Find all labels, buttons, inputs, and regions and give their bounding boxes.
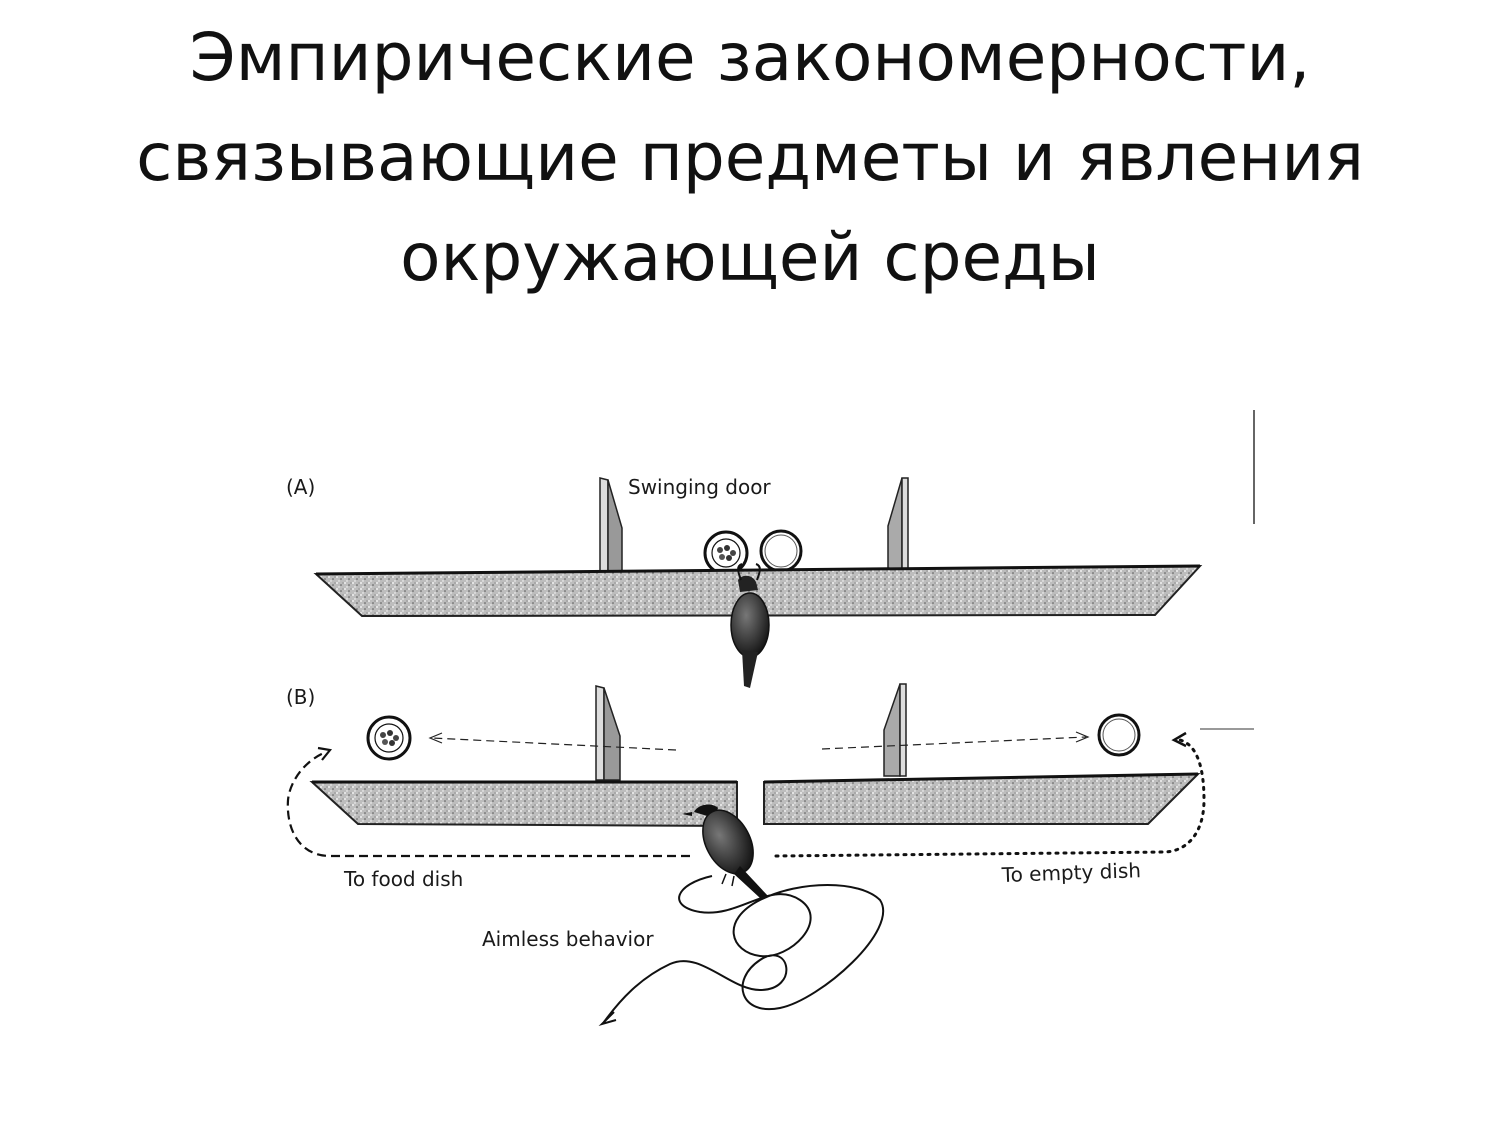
food-dish-b xyxy=(366,715,412,761)
bird-a xyxy=(730,563,770,688)
to-food-dish-label: To food dish xyxy=(343,867,463,891)
left-door-b xyxy=(595,685,621,781)
door-to-dish-arrows xyxy=(428,731,1090,751)
board-b-left xyxy=(309,781,738,828)
panel-a-label: (A) xyxy=(286,475,315,499)
food-dish xyxy=(703,530,749,576)
to-empty-dish-label: To empty dish xyxy=(1000,858,1141,887)
title-line-2: связывающие предметы и явления xyxy=(136,119,1364,196)
panel-b-label: (B) xyxy=(286,685,315,709)
path-to-food-dish xyxy=(286,746,690,858)
slide-title: Эмпирические закономерности, связывающие… xyxy=(60,8,1440,308)
left-door xyxy=(599,477,623,575)
right-door-b xyxy=(883,683,907,777)
empty-dish-b xyxy=(1097,713,1141,757)
bird-b xyxy=(682,804,768,898)
aimless-behavior-label: Aimless behavior xyxy=(482,927,654,951)
right-door xyxy=(887,477,909,573)
title-line-1: Эмпирические закономерности, xyxy=(189,19,1311,96)
panel-a: (A) Swinging door xyxy=(286,475,1203,688)
swinging-door-label: Swinging door xyxy=(628,475,771,499)
panel-b: (B) xyxy=(286,683,1206,1027)
title-line-3: окружающей среды xyxy=(400,219,1100,296)
empty-dish xyxy=(759,529,803,573)
path-to-empty-dish xyxy=(774,731,1206,858)
aimless-path xyxy=(598,875,884,1027)
